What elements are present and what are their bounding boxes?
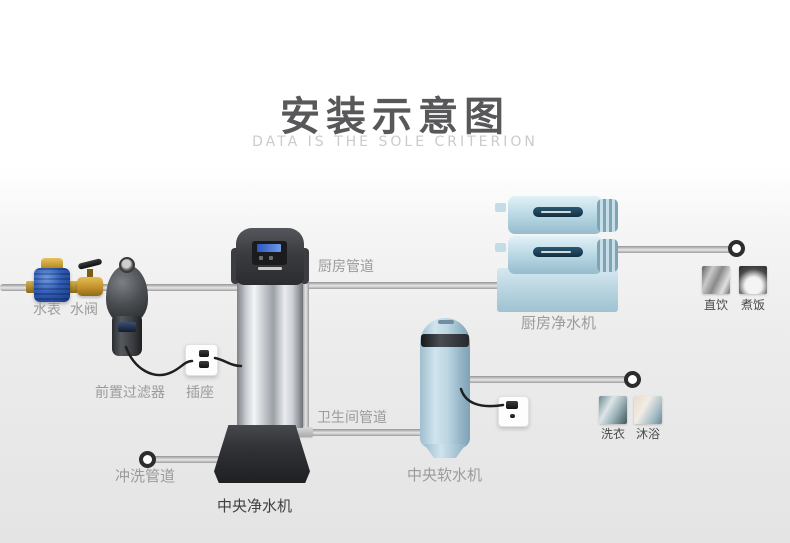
laundry-photo [599,396,627,424]
central-purifier-device [237,283,303,428]
bathroom-pipe-label: 卫生间管道 [317,410,387,426]
bath-label: 沐浴 [635,427,660,441]
softener-skirt [424,444,466,458]
plug-icon [199,361,209,368]
kitchen-purifier-base [497,268,618,312]
kitchen-outlet-pipe [610,246,732,253]
kitchen-pipe-label: 厨房管道 [318,259,374,275]
water-valve-label: 水阀 [70,302,98,318]
water-valve-stem [87,269,93,279]
central-purifier-label: 中央净水机 [217,497,293,515]
purifier-brand-mark [258,267,282,270]
direct-drink-label: 直饮 [703,298,728,312]
bathroom-pipe [302,429,450,436]
kitchen-pipe [302,282,500,289]
bath-photo [634,396,662,424]
kitchen-purifier-bracket [495,203,506,212]
softener-cap [438,320,454,324]
cook-rice-photo [739,266,767,294]
water-valve-device [77,277,103,296]
kitchen-purifier-cap [597,239,618,272]
kitchen-purifier-band [533,207,583,217]
softener-outlet-ring-icon [624,371,641,388]
cook-rice-label: 煮饭 [740,298,765,312]
flush-pipe [146,456,236,463]
flush-pipe-label: 冲洗管道 [115,467,176,485]
plug-icon [506,401,518,409]
water-meter-device [34,268,70,302]
water-meter-cap [41,258,63,270]
pipe-junction-fitting [293,427,313,437]
kitchen-outlet-ring-icon [728,240,745,257]
water-meter-label: 水表 [33,302,61,318]
kitchen-purifier-cap [597,199,618,232]
riser-pipe [302,282,309,436]
kitchen-purifier-band [533,247,583,257]
softener-band [421,334,469,347]
purifier-base [214,425,310,483]
socket-label: 插座 [186,385,214,401]
flush-outlet-ring-icon [139,451,156,468]
pre-filter-display [118,322,136,332]
water-meter-connector [69,281,78,293]
plug-icon [199,350,209,357]
laundry-label: 洗衣 [600,427,625,441]
direct-drink-photo [702,266,730,294]
softener-outlet-pipe [462,376,628,383]
purifier-side-ear [231,248,240,284]
water-meter-connector [26,281,35,293]
page-title: 安装示意图 [280,94,510,140]
pre-filter-device [106,265,148,323]
purifier-screen [257,244,281,252]
kitchen-purifier-bracket [495,243,506,252]
kitchen-purifier-label: 厨房净水机 [521,314,597,332]
central-softener-label: 中央软水机 [407,466,483,484]
purifier-side-ear [300,248,309,284]
socket-slot-icon [510,414,515,418]
pre-filter-gauge-icon [119,257,135,273]
page-subtitle: DATA IS THE SOLE CRITERION [252,134,538,150]
purifier-button-icon [259,256,263,260]
power-socket [185,344,218,376]
purifier-button-icon [269,256,273,260]
pre-filter-label: 前置过滤器 [95,385,165,401]
